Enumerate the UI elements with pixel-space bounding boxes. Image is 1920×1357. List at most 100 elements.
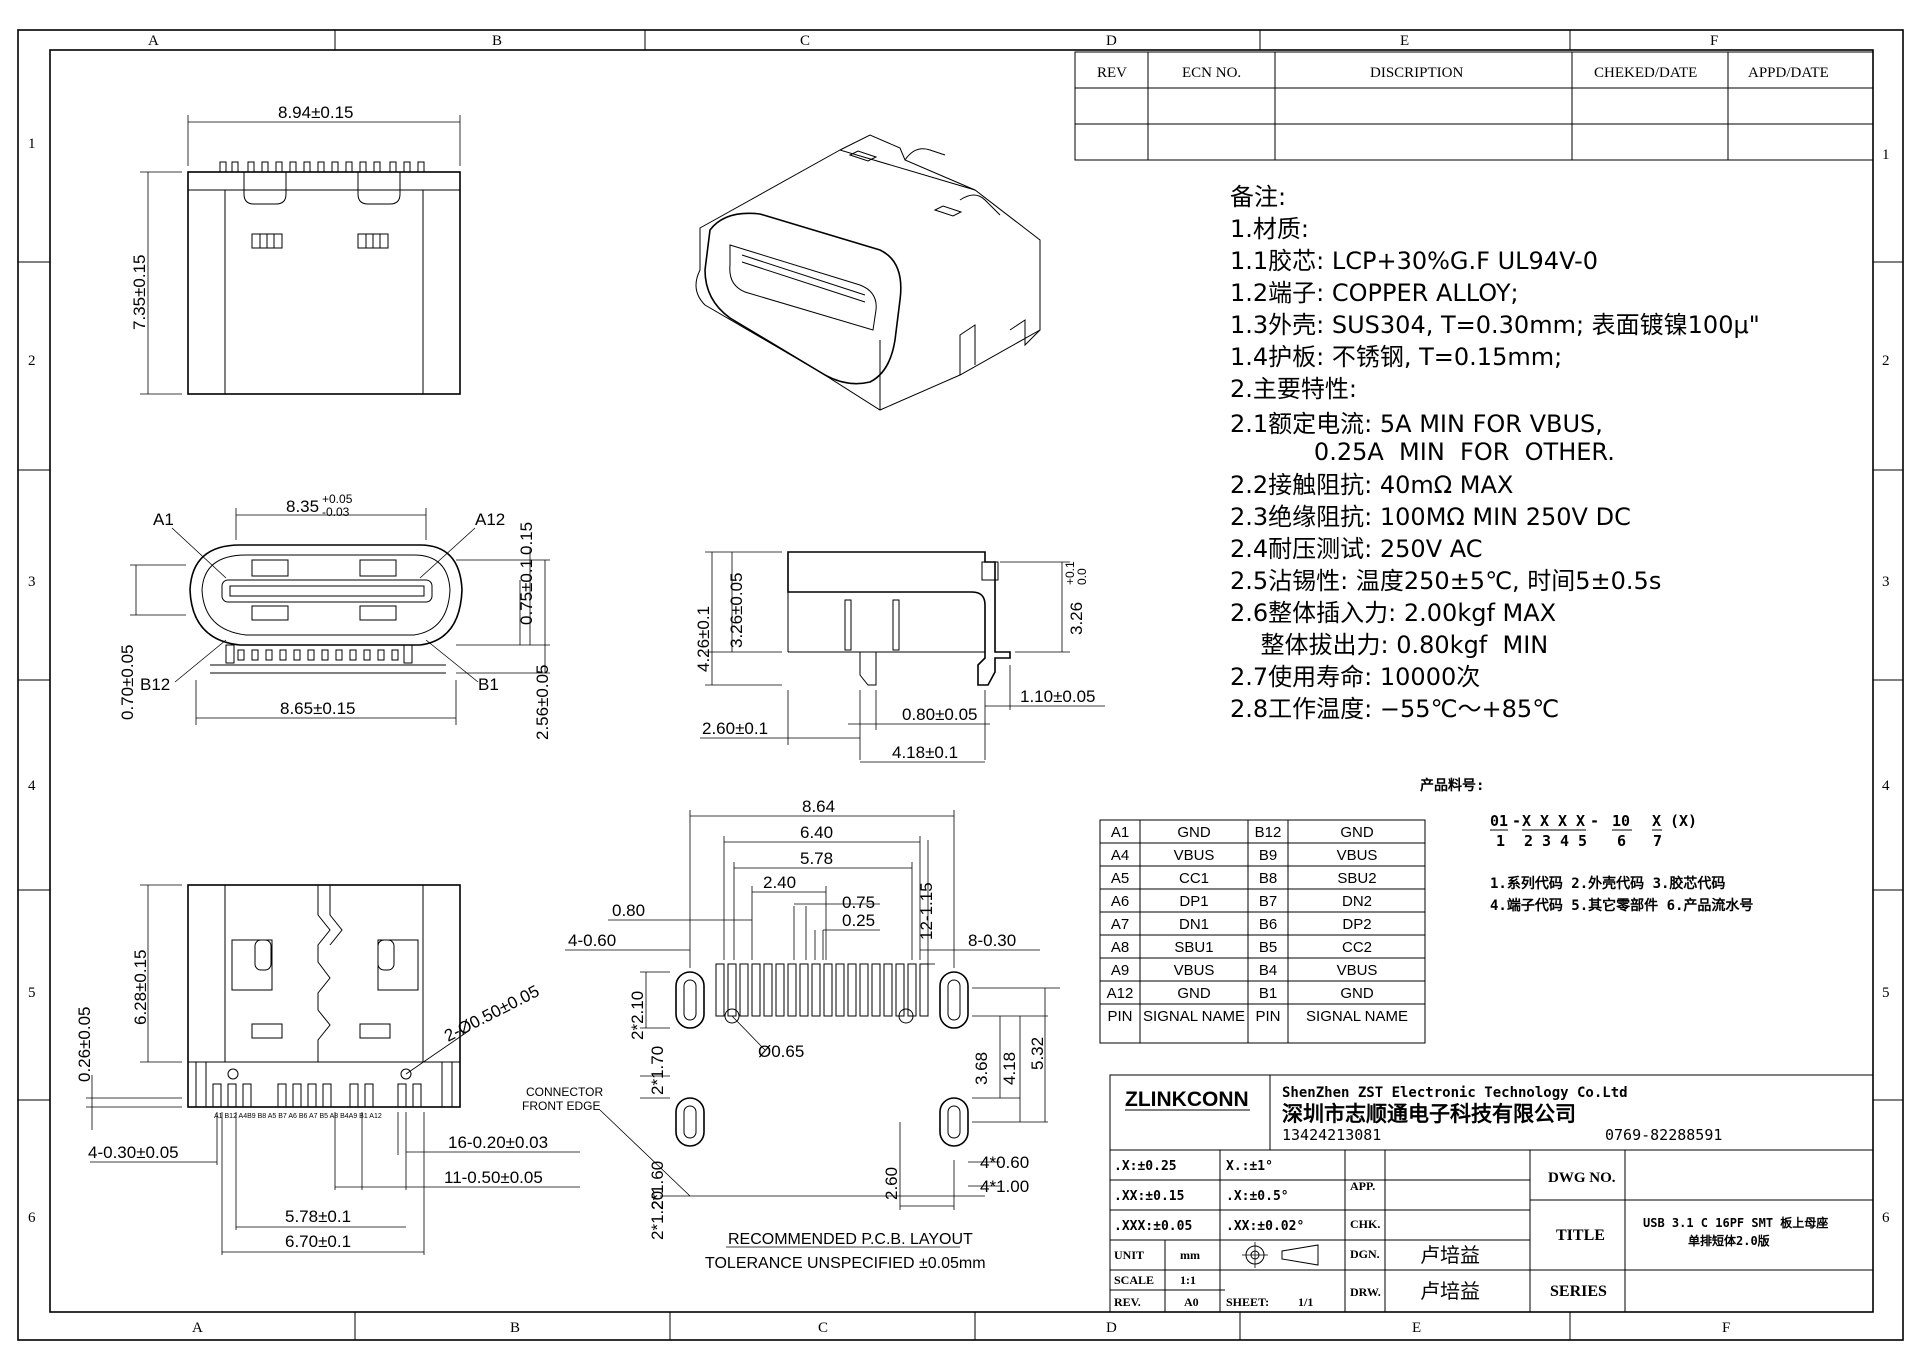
col-label-bottom-f: F: [1722, 1320, 1730, 1336]
label-a1: A1: [153, 510, 174, 529]
pin-table-cell: PIN: [1255, 1008, 1280, 1025]
note-line-16: 2.8工作温度: −55℃～+85℃: [1230, 695, 1559, 723]
dim-side-h2: 3.26±0.05: [727, 572, 746, 648]
label-a12: A12: [475, 510, 505, 529]
dim-pcb-2210: 2*2.10: [628, 991, 647, 1040]
pin-table-cell: A8: [1111, 939, 1129, 956]
code-top-0: 01: [1490, 812, 1508, 830]
row-label-right-1: 1: [1882, 147, 1890, 163]
dim-bottom-hole: 2-Ø0.50±0.05: [441, 981, 542, 1045]
pin-table-cell: GND: [1177, 985, 1211, 1002]
code-top-1: -: [1512, 812, 1521, 830]
dim-pcb-578: 5.78: [800, 849, 833, 868]
row-label-right-2: 2: [1882, 353, 1890, 369]
pin-table-cell: A6: [1111, 893, 1129, 910]
note-line-7: 2.1额定电流: 5A MIN FOR VBUS,: [1230, 410, 1603, 438]
note-line-5: 1.4护板: 不锈钢, T=0.15mm;: [1230, 343, 1562, 371]
dim-front-r3: 2.56±0.05: [533, 664, 552, 740]
frame-labels: A B C D E F A B C D E F 1 2 3 4 5 6 1 2 …: [28, 33, 1890, 1336]
code-bottom-1: 1: [1496, 832, 1505, 850]
isometric-view: [695, 134, 1041, 411]
bottom-pin-labels: A1 B12 A4B9 B8 A5 B7 A6 B6 A7 B5 A8 B4A9…: [214, 1113, 382, 1120]
dim-pcb-4060: 4*0.60: [980, 1153, 1029, 1172]
note-line-12: 2.5沾锡性: 温度250±5℃, 时间5±0.5s: [1230, 567, 1661, 595]
note-line-10: 2.3绝缘阻抗: 100MΩ MIN 250V DC: [1230, 503, 1631, 531]
pin-table-cell: DN2: [1342, 893, 1372, 910]
dim-pcb-2120: 2*1.20: [648, 1191, 667, 1240]
dim-side-r-sub: 0.0: [1075, 568, 1089, 585]
sheet-value: 1/1: [1298, 1295, 1313, 1309]
dim-front-bottom: 8.65±0.15: [280, 699, 356, 718]
dim-pcb-065: Ø0.65: [758, 1042, 804, 1061]
dim-front-r2: 0.75±0.1: [517, 559, 536, 625]
dim-pcb-460: 4-0.60: [568, 931, 616, 950]
row-label-left-1: 1: [28, 136, 36, 152]
dim-pcb-4100: 4*1.00: [980, 1177, 1029, 1196]
dim-bottom-h1: 6.28±0.15: [131, 949, 150, 1025]
code-top-3: X: [1540, 812, 1549, 830]
title-label: TITLE: [1556, 1227, 1605, 1244]
pin-table-cell: A9: [1111, 962, 1129, 979]
pin-table-cell: VBUS: [1174, 962, 1215, 979]
pin-table-cell: A12: [1107, 985, 1134, 1002]
code-top-9: (X): [1670, 812, 1697, 830]
col-label-bottom-a: A: [192, 1320, 203, 1336]
note-line-14: 整体拔出力: 0.80kgf MIN: [1230, 631, 1548, 659]
drw-label: DRW.: [1350, 1285, 1381, 1299]
dim-bottom-h2: 0.26±0.05: [75, 1006, 94, 1082]
part-legend-2: 4.端子代码 5.其它零部件 6.产品流水号: [1490, 897, 1753, 914]
code-top-6: -: [1590, 812, 1599, 830]
code-bottom-7: 7: [1653, 832, 1662, 850]
pin-table-cell: DN1: [1179, 916, 1209, 933]
side-view: 4.26±0.1 3.26±0.05 3.26 +0.1 0.0 2.60±0.…: [694, 551, 1105, 763]
col-label-top-f: F: [1710, 33, 1718, 49]
pin-table-cell: SBU2: [1337, 870, 1376, 887]
title-line-1: USB 3.1 C 16PF SMT 板上母座: [1643, 1215, 1828, 1230]
col-label-top-e: E: [1400, 33, 1409, 49]
note-line-9: 2.2接触阻抗: 40mΩ MAX: [1230, 471, 1513, 499]
dim-pcb-1215: 12-1.15: [917, 882, 936, 940]
tol-ang-xx: .X:±0.5°: [1226, 1189, 1289, 1204]
pin-table-cell: GND: [1177, 824, 1211, 841]
part-legend-1: 1.系列代码 2.外壳代码 3.胶芯代码: [1490, 875, 1725, 892]
row-label-left-4: 4: [28, 778, 36, 794]
tol-xx: .XX:±0.15: [1114, 1189, 1184, 1204]
code-bottom-4: 4: [1560, 832, 1569, 850]
note-line-13: 2.6整体插入力: 2.00kgf MAX: [1230, 599, 1556, 627]
row-label-left-5: 5: [28, 985, 36, 1001]
pin-table-cell: CC2: [1342, 939, 1372, 956]
dim-front-left: 0.70±0.05: [118, 644, 137, 720]
dgn-label: DGN.: [1350, 1247, 1380, 1261]
scale-value: 1:1: [1180, 1273, 1196, 1287]
pin-table-cell: A7: [1111, 916, 1129, 933]
unit-value: mm: [1180, 1248, 1200, 1262]
code-top-8: X: [1652, 812, 1661, 830]
drw-value: 卢培益: [1420, 1279, 1480, 1303]
sheet-frame: [17, 29, 1904, 1341]
pin-table-cell: DP2: [1342, 916, 1371, 933]
app-label: APP.: [1350, 1179, 1375, 1193]
dim-bottom-w4: 5.78±0.1: [285, 1207, 351, 1226]
pcb-tolerance-note: TOLERANCE UNSPECIFIED ±0.05mm: [705, 1255, 986, 1272]
dim-pcb-080: 0.80: [612, 901, 645, 920]
pin-table-cell: GND: [1340, 985, 1374, 1002]
company-name-cn: 深圳市志顺通电子科技有限公司: [1282, 1102, 1576, 1126]
dim-bottom-w1: 4-0.30±0.05: [88, 1143, 179, 1162]
dim-pcb-864: 8.64: [802, 797, 835, 816]
dim-pcb-640: 6.40: [800, 823, 833, 842]
company-name-en: ShenZhen ZST Electronic Technology Co.Lt…: [1282, 1085, 1628, 1101]
pin-table-cell: VBUS: [1337, 962, 1378, 979]
dim-bottom-w3: 11-0.50±0.05: [444, 1168, 543, 1187]
note-line-4: 1.3外壳: SUS304, T=0.30mm; 表面镀镍100μ": [1230, 311, 1760, 339]
pcb-layout-title: RECOMMENDED P.C.B. LAYOUT: [728, 1231, 973, 1248]
dim-side-r: 3.26: [1067, 602, 1086, 635]
note-line-15: 2.7使用寿命: 10000次: [1230, 663, 1480, 691]
pin-table-cell: SIGNAL NAME: [1143, 1008, 1245, 1025]
series-label: SERIES: [1550, 1283, 1607, 1300]
col-label-top-d: D: [1106, 33, 1117, 49]
pin-table-cell: SBU1: [1174, 939, 1213, 956]
col-label-bottom-b: B: [510, 1320, 520, 1336]
dim-side-w2: 0.80±0.05: [902, 705, 978, 724]
dgn-value: 卢培益: [1420, 1243, 1480, 1267]
pin-table-cell: CC1: [1179, 870, 1209, 887]
